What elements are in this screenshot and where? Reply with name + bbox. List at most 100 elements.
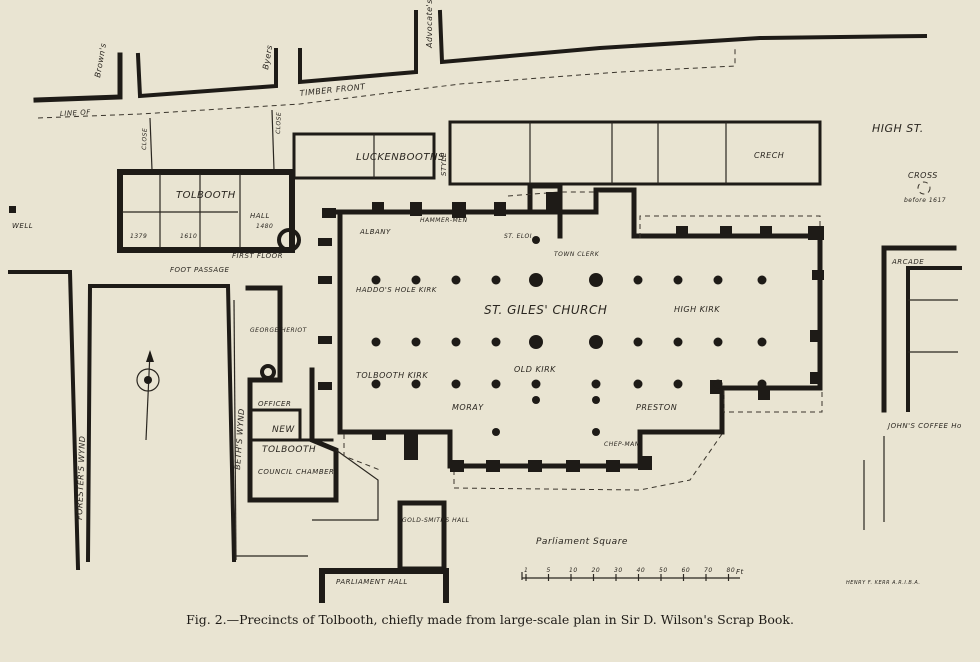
johns-coffee-house-label: JOHN'S COFFEE Ho bbox=[886, 422, 962, 430]
cross-marker bbox=[917, 181, 931, 195]
timber-front-label: TIMBER FRONT bbox=[299, 82, 366, 98]
buttress bbox=[486, 460, 500, 472]
moray-aisle-label: MORAY bbox=[452, 403, 484, 412]
advocates-close-label: Advocate's bbox=[425, 0, 434, 49]
byers-close-label: Byers bbox=[261, 44, 274, 70]
beths-wynd-label: BETH'S WYND bbox=[233, 408, 246, 470]
buttress bbox=[808, 226, 824, 240]
nave-column bbox=[713, 337, 723, 347]
council-chamber-label: COUNCIL CHAMBER bbox=[258, 468, 334, 476]
figure-caption: Fig. 2.—Precincts of Tolbooth, chiefly m… bbox=[186, 612, 794, 627]
buttress bbox=[546, 192, 560, 212]
arcade-label: ARCADE bbox=[891, 258, 924, 266]
nave-column bbox=[757, 379, 767, 389]
new-label: NEW bbox=[272, 425, 295, 435]
scale-tick-label: 40 bbox=[637, 567, 646, 574]
nave-column bbox=[531, 379, 541, 389]
parliament-hall-label: PARLIAMENT HALL bbox=[336, 578, 408, 586]
hammermen-aisle-label: HAMMER-MEN bbox=[420, 217, 468, 224]
town-clerk-label: TOWN CLERK bbox=[554, 251, 600, 258]
nave-column bbox=[451, 379, 461, 389]
signature-label: HENRY F. KERR A.R.I.B.A. bbox=[846, 580, 921, 586]
st-eloi-aisle-label: ST. ELOI bbox=[504, 233, 532, 240]
nave-column bbox=[591, 379, 601, 389]
scale-tick-label: 10 bbox=[569, 567, 578, 574]
nave-column bbox=[757, 337, 767, 347]
hall-label: HALL bbox=[250, 212, 270, 220]
old-tolbooth-building bbox=[117, 169, 301, 253]
scale-unit-label: Ft bbox=[736, 568, 744, 576]
well-label: WELL bbox=[12, 222, 33, 230]
st-giles-church bbox=[327, 183, 823, 491]
nave-column bbox=[713, 275, 723, 285]
buttress bbox=[676, 226, 688, 238]
close-label-east: CLOSE bbox=[275, 112, 283, 134]
scale-tick-label: 20 bbox=[592, 567, 601, 574]
buttress bbox=[528, 460, 542, 472]
parliament-square-label: Parliament Square bbox=[536, 537, 628, 547]
buttress bbox=[494, 202, 506, 216]
year-1379-label: 1379 bbox=[130, 233, 147, 240]
nave-column bbox=[713, 379, 723, 389]
nave-column bbox=[451, 275, 461, 285]
goldsmiths-hall-label: GOLD-SMITHS HALL bbox=[402, 517, 469, 524]
crech-label: CRECH bbox=[754, 151, 784, 160]
nave-column bbox=[592, 428, 600, 436]
albany-aisle-label: ALBANY bbox=[359, 228, 391, 236]
chepman-aisle-label: CHEP-MAN bbox=[604, 441, 640, 448]
scale-tick-label: 1 bbox=[524, 567, 528, 574]
nave-column bbox=[371, 275, 381, 285]
nave-column bbox=[491, 275, 501, 285]
luckenbooths-label: LUCKENBOOTHS bbox=[356, 152, 445, 163]
scale-tick-label: 70 bbox=[704, 567, 713, 574]
close-label-west: CLOSE bbox=[141, 128, 149, 150]
buttress bbox=[372, 202, 384, 214]
scale-tick-label: 30 bbox=[614, 567, 623, 574]
nave-column bbox=[589, 335, 603, 349]
church-buttresses bbox=[318, 192, 824, 472]
buttress bbox=[318, 382, 332, 390]
nave-column bbox=[633, 337, 643, 347]
parliament-buildings bbox=[319, 500, 449, 603]
buttress bbox=[760, 226, 772, 238]
new-tolbooth-label: TOLBOOTH bbox=[262, 445, 316, 455]
nave-column bbox=[592, 396, 600, 404]
buttress bbox=[322, 208, 336, 218]
nave-column bbox=[411, 337, 421, 347]
high-street-label: HIGH ST. bbox=[872, 122, 924, 135]
buttress bbox=[606, 460, 620, 472]
nave-column bbox=[529, 273, 543, 287]
old-kirk-label: OLD KIRK bbox=[514, 365, 556, 374]
wynds bbox=[8, 270, 308, 571]
buttress bbox=[452, 202, 466, 218]
buttress bbox=[372, 430, 386, 440]
buttress bbox=[812, 270, 824, 280]
preston-aisle-label: PRESTON bbox=[636, 403, 677, 412]
new-tolbooth-complex bbox=[245, 285, 379, 521]
luckenbooths-block bbox=[292, 120, 822, 186]
scale-tick-label: 60 bbox=[682, 567, 691, 574]
north-arrow bbox=[136, 350, 160, 441]
nave-columns bbox=[371, 236, 767, 436]
nave-column bbox=[532, 396, 540, 404]
buttress bbox=[318, 276, 332, 284]
nave-column bbox=[589, 273, 603, 287]
scale-tick-label: 50 bbox=[659, 567, 668, 574]
nave-column bbox=[492, 428, 500, 436]
buttress bbox=[810, 330, 822, 342]
scale-tick-label: 5 bbox=[547, 567, 551, 574]
buttress bbox=[810, 372, 822, 384]
buttress bbox=[566, 460, 580, 472]
nave-column bbox=[411, 379, 421, 389]
cross-label: CROSS bbox=[908, 171, 938, 180]
nave-column bbox=[673, 379, 683, 389]
officer-label: OFFICER bbox=[258, 400, 291, 408]
tolbooth-kirk-label: TOLBOOTH KIRK bbox=[356, 371, 428, 380]
nave-column bbox=[633, 379, 643, 389]
before-1617-label: before 1617 bbox=[904, 197, 946, 204]
nave-column bbox=[673, 337, 683, 347]
nave-column bbox=[757, 275, 767, 285]
nave-column bbox=[532, 236, 540, 244]
